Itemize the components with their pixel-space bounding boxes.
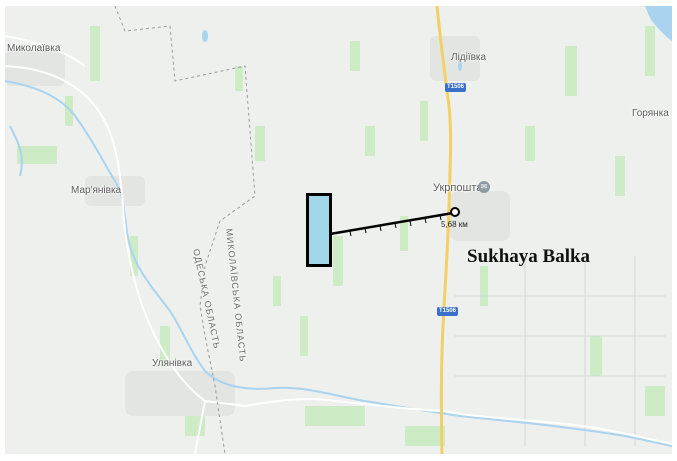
water-body (458, 61, 462, 71)
measure-tick (379, 225, 382, 232)
highway-t1506 (435, 6, 453, 454)
place-label-lidiivka: Лідіївка (451, 52, 487, 63)
road-shield-south: T1506 (437, 307, 459, 316)
field-patch (305, 406, 365, 426)
measure-tick (394, 222, 397, 229)
field-patch (255, 126, 265, 161)
settlements (5, 36, 510, 416)
river-main (5, 80, 672, 447)
water-body (645, 6, 672, 41)
settlement-area (125, 371, 235, 416)
measurement (329, 207, 460, 237)
field-patch (615, 156, 625, 196)
settlement-area (5, 51, 65, 86)
settlement-area (85, 176, 145, 206)
measure-line (329, 211, 454, 236)
map-base-layer (5, 6, 672, 454)
place-label-horianka: Горянка (632, 108, 669, 119)
measure-tick (409, 220, 412, 227)
field-patch (420, 101, 428, 141)
field-patch (65, 96, 73, 126)
road (5, 35, 86, 67)
rivers (5, 80, 672, 447)
field-patch (300, 316, 308, 356)
field-patch (273, 276, 281, 306)
site-marker[interactable] (306, 193, 332, 267)
site-label: Sukhaya Balka (467, 246, 591, 267)
road-shield-north: T1506 (445, 83, 467, 92)
field-patch (350, 41, 360, 71)
measure-ticks (349, 214, 442, 237)
field-patch (235, 66, 243, 91)
settlement-area (450, 191, 510, 241)
field-patch (90, 26, 100, 81)
measure-tick (364, 227, 367, 234)
field-patch (365, 126, 375, 156)
road (444, 410, 672, 445)
field-patch (17, 146, 57, 164)
place-label-ulianivka: Улянівка (152, 358, 193, 369)
field-patch (480, 266, 488, 306)
road (194, 400, 206, 454)
post-office-icon[interactable]: ✉ (478, 181, 490, 193)
field-patch (400, 216, 408, 251)
place-label-mykolaivka: Миколаївка (7, 43, 61, 54)
place-label-ukrposhta[interactable]: Укрпошта (433, 182, 483, 194)
oblast-border (114, 6, 256, 454)
field-patch (590, 336, 602, 376)
minor-roads (5, 35, 672, 454)
fields (17, 26, 665, 446)
field-patch (645, 26, 655, 76)
field-patch (160, 326, 170, 366)
river-branch (9, 125, 23, 177)
field-patch (525, 126, 535, 161)
water-bodies (202, 6, 672, 71)
road (5, 65, 446, 412)
place-label-marianivka: Мар'янівка (71, 185, 122, 196)
map-canvas[interactable]: Миколаївка Лідіївка Мар'янівка Улянівка … (5, 6, 672, 454)
measure-tick (424, 217, 427, 224)
measure-tick (349, 230, 352, 237)
water-body (202, 30, 208, 42)
field-grid (455, 256, 665, 446)
field-patch (645, 386, 665, 416)
measure-distance-label: 5,68 км (441, 220, 468, 229)
measure-tick (439, 214, 442, 221)
field-patch (405, 426, 445, 446)
measure-point-icon[interactable] (450, 207, 460, 217)
field-patch (333, 236, 343, 286)
field-patch (565, 46, 577, 96)
